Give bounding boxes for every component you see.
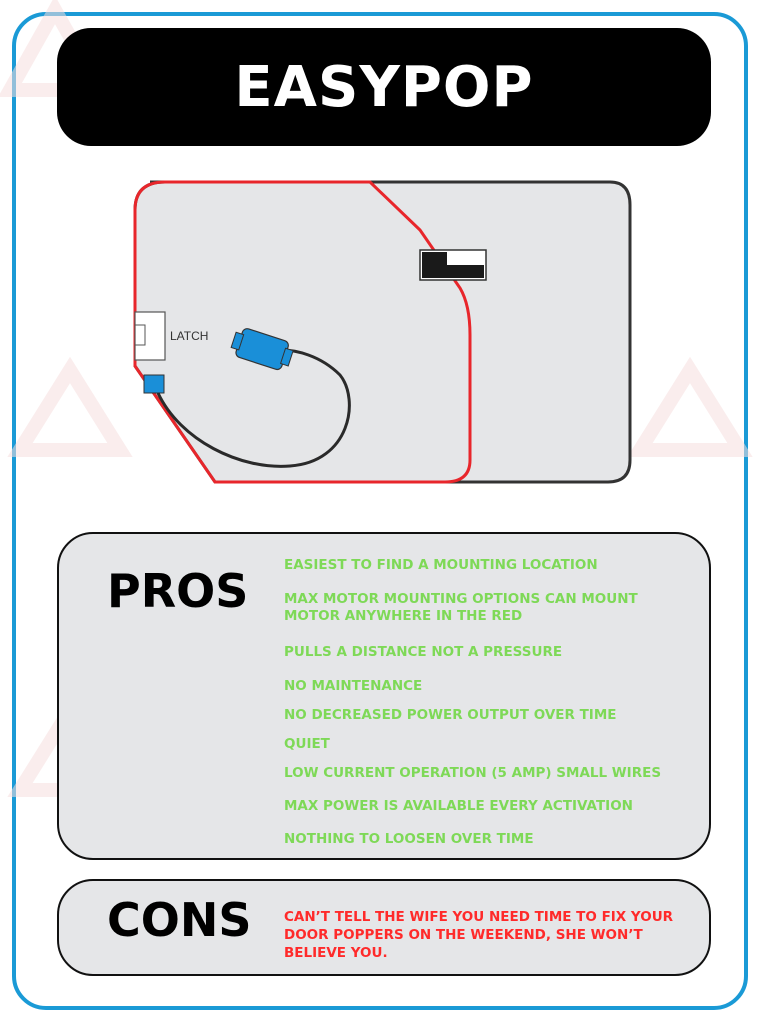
mount-zone-outline [133, 180, 472, 484]
page-title: EASYPOP [234, 54, 534, 120]
latch-icon [134, 311, 166, 361]
switch-icon [419, 249, 487, 281]
pros-item: NO DECREASED POWER OUTPUT OVER TIME [284, 707, 617, 723]
pros-item: EASIEST TO FIND A MOUNTING LOCATION [284, 557, 598, 573]
pros-item: MAX POWER IS AVAILABLE EVERY ACTIVATION [284, 798, 633, 814]
pros-panel: PROS EASIEST TO FIND A MOUNTING LOCATION… [57, 532, 711, 860]
cons-panel: CONS CAN’T TELL THE WIFE YOU NEED TIME T… [57, 879, 711, 976]
pros-item: NOTHING TO LOOSEN OVER TIME [284, 831, 534, 847]
title-banner: EASYPOP [57, 28, 711, 146]
pros-item: NO MAINTENANCE [284, 678, 423, 694]
connector-icon [143, 374, 165, 394]
cons-text: CAN’T TELL THE WIFE YOU NEED TIME TO FIX… [284, 909, 674, 961]
pros-item: LOW CURRENT OPERATION (5 AMP) SMALL WIRE… [284, 765, 662, 781]
pros-heading: PROS [107, 564, 249, 618]
motor-icon [230, 328, 294, 371]
cons-heading: CONS [107, 893, 252, 947]
latch-label: LATCH [170, 329, 208, 343]
door-diagram: LATCH [133, 180, 632, 484]
door-outline [133, 180, 632, 484]
pros-item: QUIET [284, 736, 330, 752]
pros-item: PULLS A DISTANCE NOT A PRESSURE [284, 644, 563, 660]
pros-item: MAX MOTOR MOUNTING OPTIONS CAN MOUNT MOT… [284, 591, 638, 624]
cable [156, 348, 351, 468]
